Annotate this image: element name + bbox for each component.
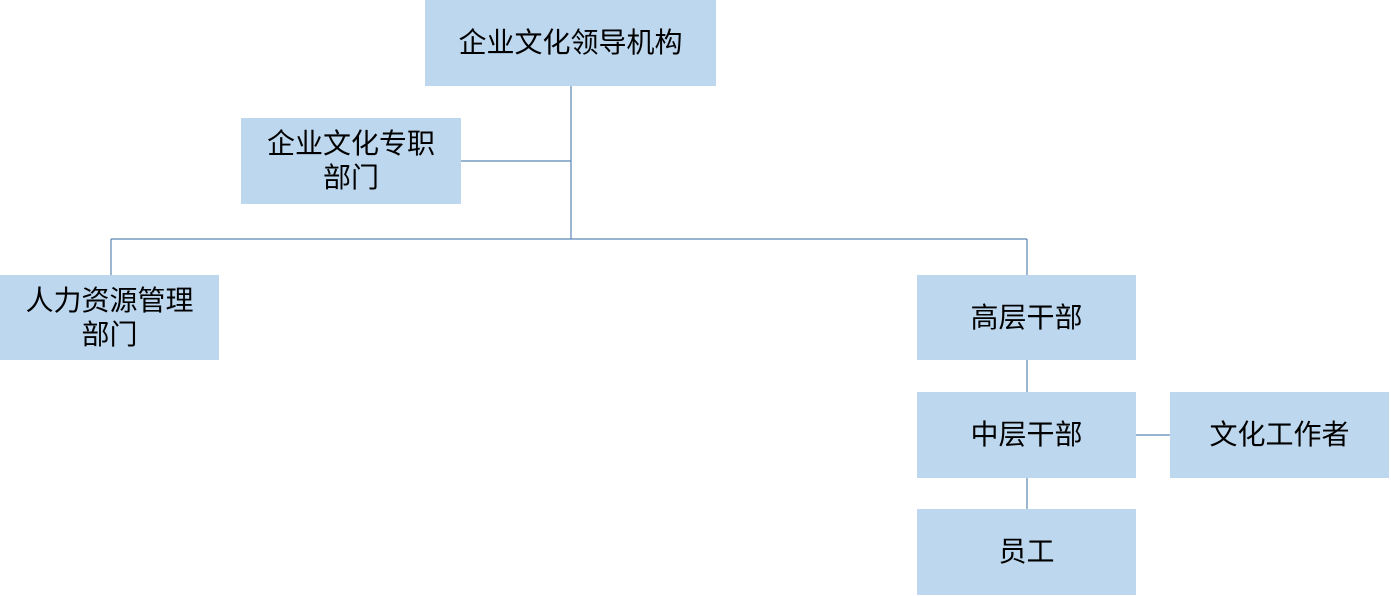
node-hr-dept: 人力资源管理部门 bbox=[0, 275, 219, 360]
node-senior-cadre-label: 高层干部 bbox=[970, 300, 1083, 334]
node-hr-dept-label: 人力资源管理部门 bbox=[25, 283, 194, 351]
node-culture-dept-label: 企业文化专职部门 bbox=[266, 127, 435, 194]
node-employee: 员工 bbox=[917, 509, 1136, 595]
node-employee-label: 员工 bbox=[998, 535, 1055, 568]
node-culture-worker-label: 文化工作者 bbox=[1209, 418, 1350, 451]
node-middle-cadre-label: 中层干部 bbox=[970, 418, 1083, 451]
node-leadership: 企业文化领导机构 bbox=[425, 0, 716, 86]
node-culture-worker: 文化工作者 bbox=[1170, 392, 1389, 478]
node-senior-cadre: 高层干部 bbox=[917, 275, 1136, 360]
node-middle-cadre: 中层干部 bbox=[917, 392, 1136, 478]
node-leadership-label: 企业文化领导机构 bbox=[458, 26, 683, 59]
node-culture-dept: 企业文化专职部门 bbox=[241, 118, 461, 204]
